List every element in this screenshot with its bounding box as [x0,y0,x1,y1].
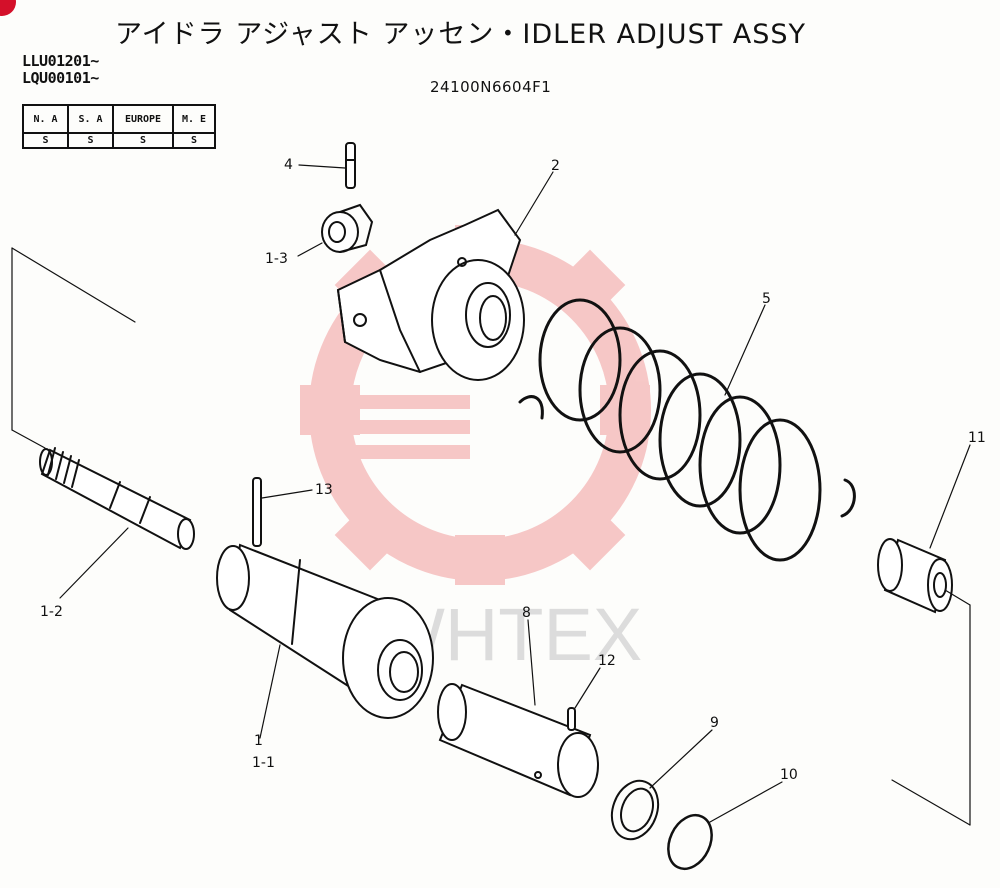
callout-5: 5 [762,291,771,307]
page-title: アイドラ アジャスト アッセン・IDLER ADJUST ASSY [115,19,807,50]
region-value-sa: S [67,132,114,149]
region-value-me: S [172,132,216,149]
callout-labels: 4 1-3 2 5 11 13 1-2 8 12 9 10 1 1-1 [40,157,986,783]
callout-12: 12 [598,653,616,669]
callout-9: 9 [710,715,719,731]
bushing-part-11 [877,538,953,614]
callout-10: 10 [780,767,798,783]
serial-range-2: LQU00101~ [22,69,99,87]
callout-1-3: 1-3 [265,251,288,267]
bracket-part-2 [336,208,525,381]
shaft-part-1 [216,543,434,719]
serial-range-1: LLU01201~ [22,52,99,70]
region-header-europe: EUROPE [112,104,174,134]
leader-lines [11,164,971,826]
callout-1-1: 1-1 [252,755,275,771]
callout-1-2: 1-2 [40,604,63,620]
region-header-me: M. E [172,104,216,134]
region-table: N. A S. A EUROPE M. E S S S S [22,104,216,149]
region-value-na: S [22,132,69,149]
seal-part-9 [610,779,660,841]
spring-part-5 [518,298,856,562]
shaft-part-1-2 [39,447,195,550]
callout-13: 13 [315,482,333,498]
callout-2: 2 [551,158,560,174]
snap-ring-part-10 [667,814,713,870]
part-number: 24100N6604F1 [430,78,552,96]
region-header-na: N. A [22,104,69,134]
rod-part-8 [437,683,599,798]
callout-4: 4 [284,157,293,173]
callout-8: 8 [522,605,531,621]
nut-part-1-3 [321,203,374,253]
region-value-europe: S [112,132,174,149]
callout-1: 1 [254,733,263,749]
pin-part-4 [345,142,356,189]
region-header-sa: S. A [67,104,114,134]
pin-part-13 [252,477,262,547]
pin-part-12 [567,707,576,731]
callout-11: 11 [968,430,986,446]
